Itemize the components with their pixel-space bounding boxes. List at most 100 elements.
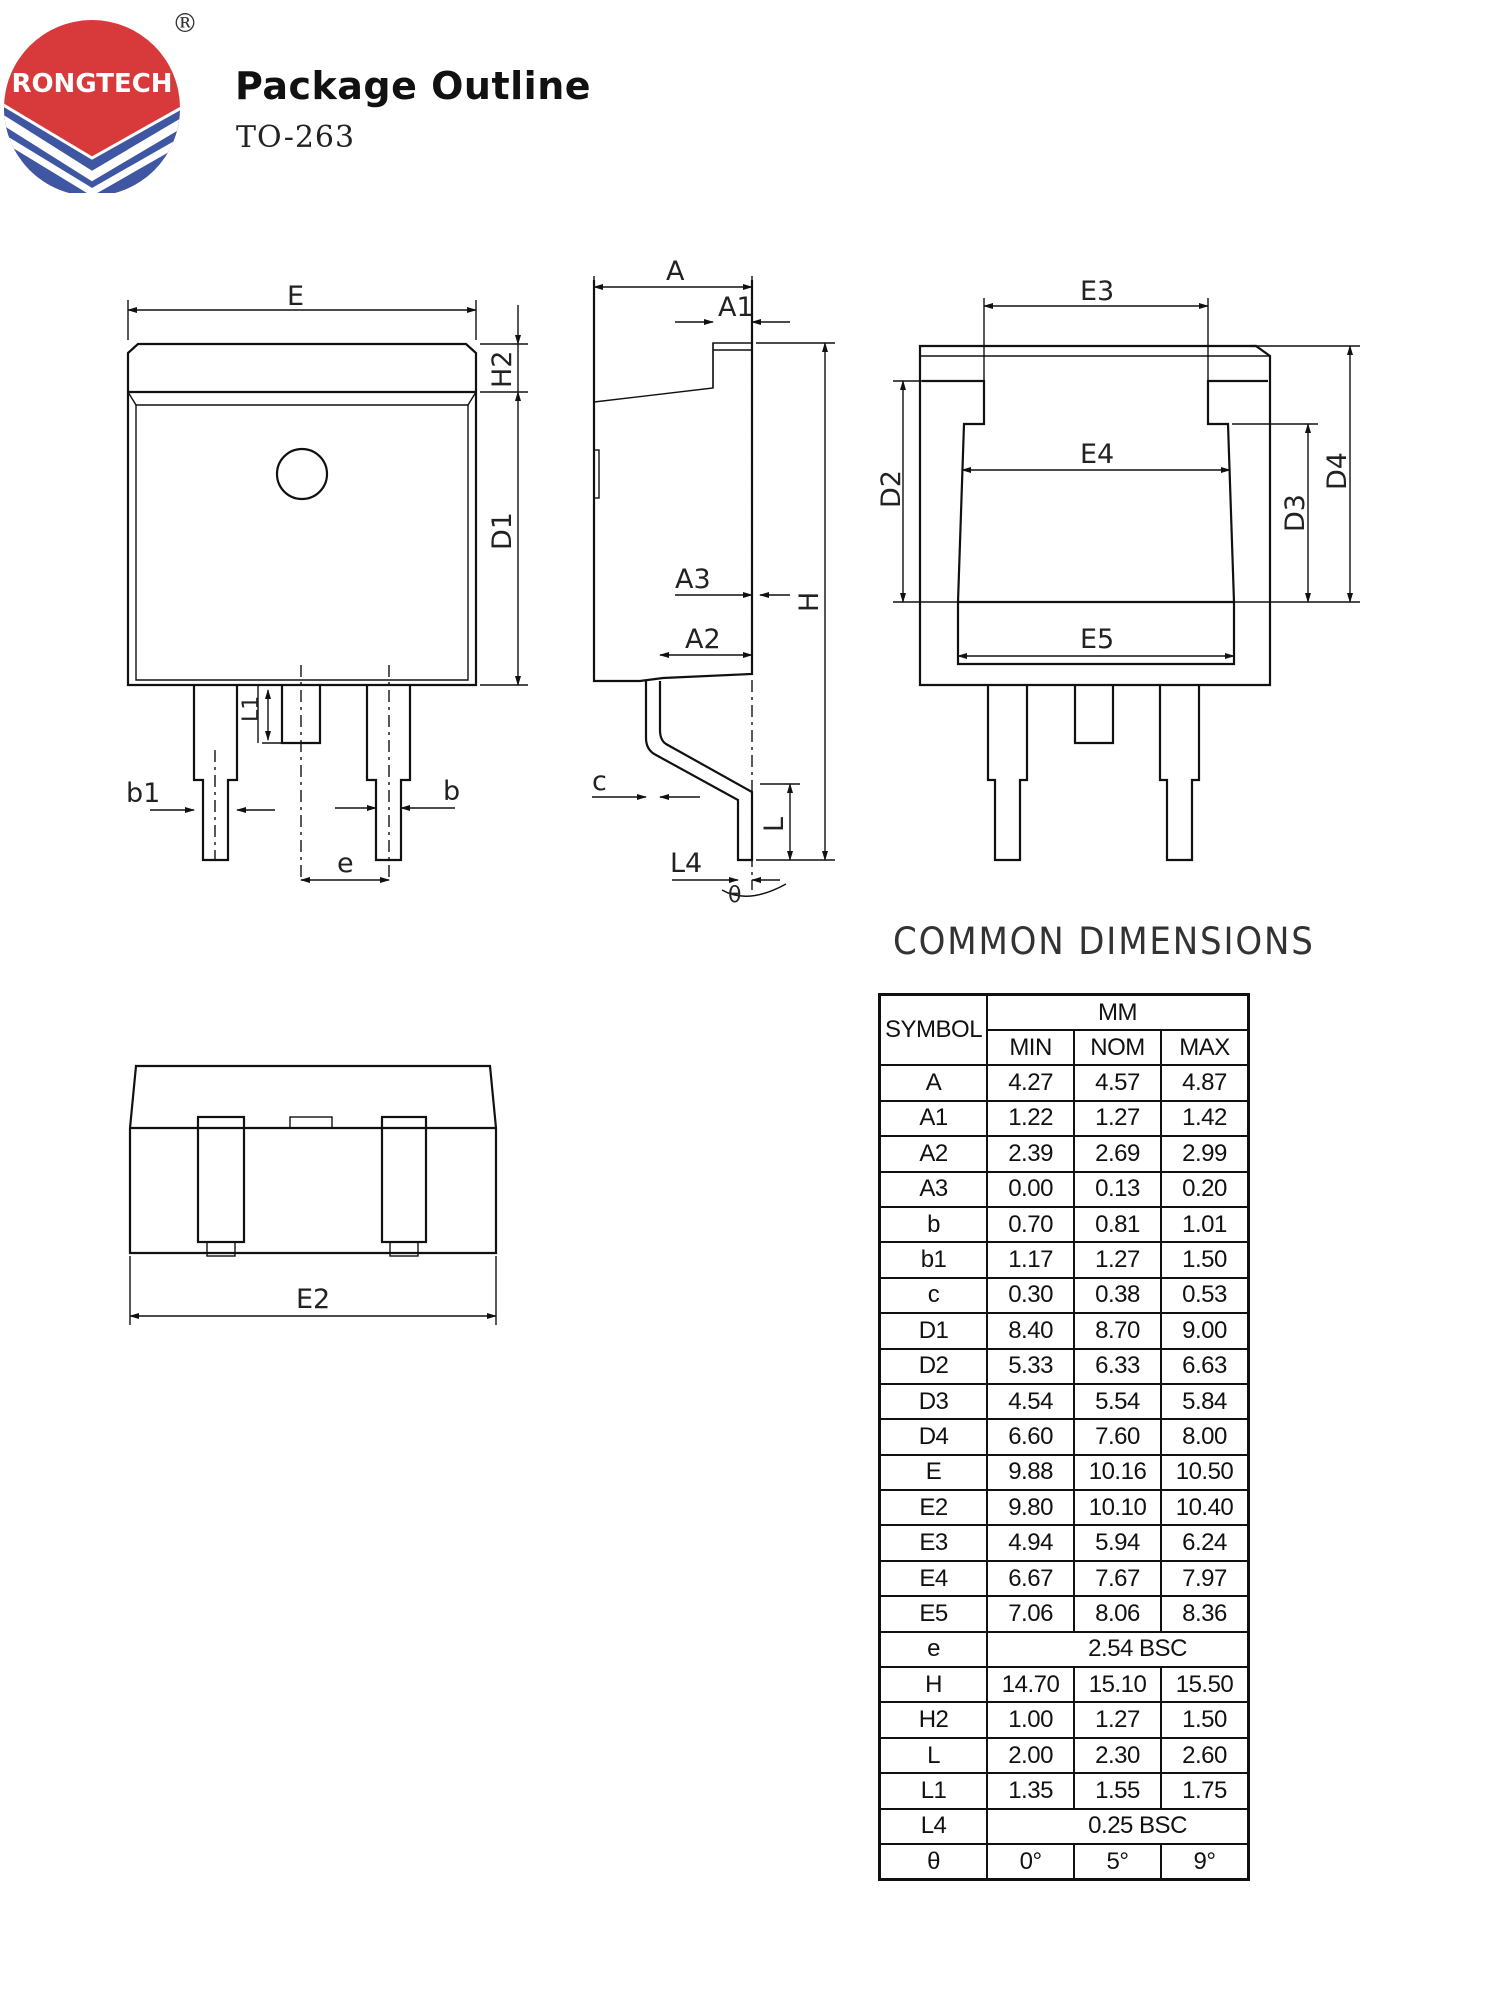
table-cell-symbol: D4 [878, 1418, 989, 1456]
table-cell-min: 5.33 [986, 1347, 1076, 1385]
table-cell-symbol: D3 [878, 1382, 989, 1421]
table-cell-min: 1.00 [986, 1701, 1076, 1739]
table-cell-max: 1.50 [1160, 1241, 1250, 1279]
table-cell-min: 4.27 [986, 1064, 1076, 1102]
table-cell-min: 0.00 [986, 1170, 1076, 1208]
table-cell-nom: 7.67 [1073, 1559, 1162, 1598]
dim-label-b1: b1 [126, 778, 160, 809]
table-cell-min: 9.80 [986, 1489, 1076, 1527]
table-cell-nom: 6.33 [1073, 1347, 1162, 1385]
dim-label-H2: H2 [487, 351, 518, 388]
table-cell-nom: 4.57 [1073, 1064, 1162, 1102]
table-cell-max: 9.00 [1160, 1312, 1250, 1350]
package-drawings: E H2 D1 L1 b1 b e [126, 256, 1360, 1325]
table-cell-nom: 1.27 [1073, 1099, 1162, 1138]
table-cell-max: 1.01 [1160, 1205, 1250, 1244]
table-cell-min: 8.40 [986, 1312, 1076, 1350]
table-cell-symbol: θ [878, 1842, 989, 1881]
table-cell-symbol: H2 [878, 1701, 989, 1739]
table-cell-max: 8.36 [1160, 1595, 1250, 1633]
table-cell-max: 1.50 [1160, 1701, 1250, 1739]
dim-label-D4: D4 [1322, 452, 1353, 490]
top-view: E H2 D1 L1 b1 b e [126, 281, 528, 883]
table-cell-nom: 2.69 [1073, 1135, 1162, 1173]
table-cell-max: 0.20 [1160, 1170, 1250, 1208]
page-title: Package Outline [235, 64, 592, 108]
dim-label-theta: θ [728, 883, 741, 908]
table-cell-symbol: L [878, 1736, 989, 1775]
table-cell-nom: 8.70 [1073, 1312, 1162, 1350]
table-cell-min: 0.30 [986, 1276, 1076, 1315]
dim-label-A2: A2 [685, 624, 721, 655]
package-name: TO-263 [236, 120, 356, 155]
table-cell-max: 1.75 [1160, 1772, 1250, 1810]
table-header-symbol: SYMBOL [878, 993, 989, 1067]
table-cell-nom: 5.94 [1073, 1524, 1162, 1562]
dim-label-A1: A1 [718, 292, 754, 323]
table-cell-min: 1.17 [986, 1241, 1076, 1279]
dim-label-H: H [794, 592, 825, 612]
dim-label-E: E [287, 281, 304, 312]
table-cell-min: 6.60 [986, 1418, 1076, 1456]
bottom-view: E3 E4 E5 D2 D3 D4 [876, 276, 1360, 862]
table-cell-symbol: E3 [878, 1524, 989, 1562]
table-cell-nom: 1.27 [1073, 1241, 1162, 1279]
table-cell-min: 4.54 [986, 1382, 1076, 1421]
dim-label-L4: L4 [670, 848, 702, 879]
table-cell-min: 2.39 [986, 1135, 1076, 1173]
table-cell-symbol: A3 [878, 1170, 989, 1208]
table-cell-min: 2.00 [986, 1736, 1076, 1775]
table-cell-min: 0° [986, 1842, 1076, 1881]
table-cell-symbol: E5 [878, 1595, 989, 1633]
table-cell-nom: 1.55 [1073, 1772, 1162, 1810]
table-cell-symbol: A [878, 1064, 989, 1102]
table-header-nom: NOM [1073, 1028, 1162, 1067]
table-cell-min: 0.70 [986, 1205, 1076, 1244]
table-cell-symbol: E4 [878, 1559, 989, 1598]
table-cell-nom: 2.30 [1073, 1736, 1162, 1775]
table-cell-max: 7.97 [1160, 1559, 1250, 1598]
dim-label-D1: D1 [487, 512, 518, 550]
table-cell-symbol: D2 [878, 1347, 989, 1385]
dim-label-A3: A3 [675, 564, 711, 595]
table-cell-nom: 10.10 [1073, 1489, 1162, 1527]
table-header-max: MAX [1160, 1028, 1250, 1067]
table-cell-min: 7.06 [986, 1595, 1076, 1633]
table-cell-nom: 7.60 [1073, 1418, 1162, 1456]
table-cell-bsc-value: 0.25 BSC [986, 1807, 1250, 1845]
dim-label-L1: L1 [239, 696, 264, 722]
dimensions-heading: COMMON DIMENSIONS [893, 920, 1315, 963]
table-cell-symbol: b1 [878, 1241, 989, 1279]
table-cell-nom: 1.27 [1073, 1701, 1162, 1739]
dim-label-c: c [592, 766, 607, 797]
table-cell-nom: 8.06 [1073, 1595, 1162, 1633]
table-cell-min: 14.70 [986, 1666, 1076, 1704]
rongtech-logo: RONGTECH ® [4, 9, 198, 193]
table-cell-max: 5.84 [1160, 1382, 1250, 1421]
dim-label-L: L [759, 817, 790, 832]
table-cell-max: 4.87 [1160, 1064, 1250, 1102]
dim-label-b: b [443, 776, 460, 807]
table-cell-symbol: H [878, 1666, 989, 1704]
table-cell-bsc-value: 2.54 BSC [986, 1630, 1250, 1669]
table-cell-min: 6.67 [986, 1559, 1076, 1598]
table-cell-max: 6.24 [1160, 1524, 1250, 1562]
dim-label-D3: D3 [1280, 494, 1311, 532]
table-cell-max: 2.60 [1160, 1736, 1250, 1775]
